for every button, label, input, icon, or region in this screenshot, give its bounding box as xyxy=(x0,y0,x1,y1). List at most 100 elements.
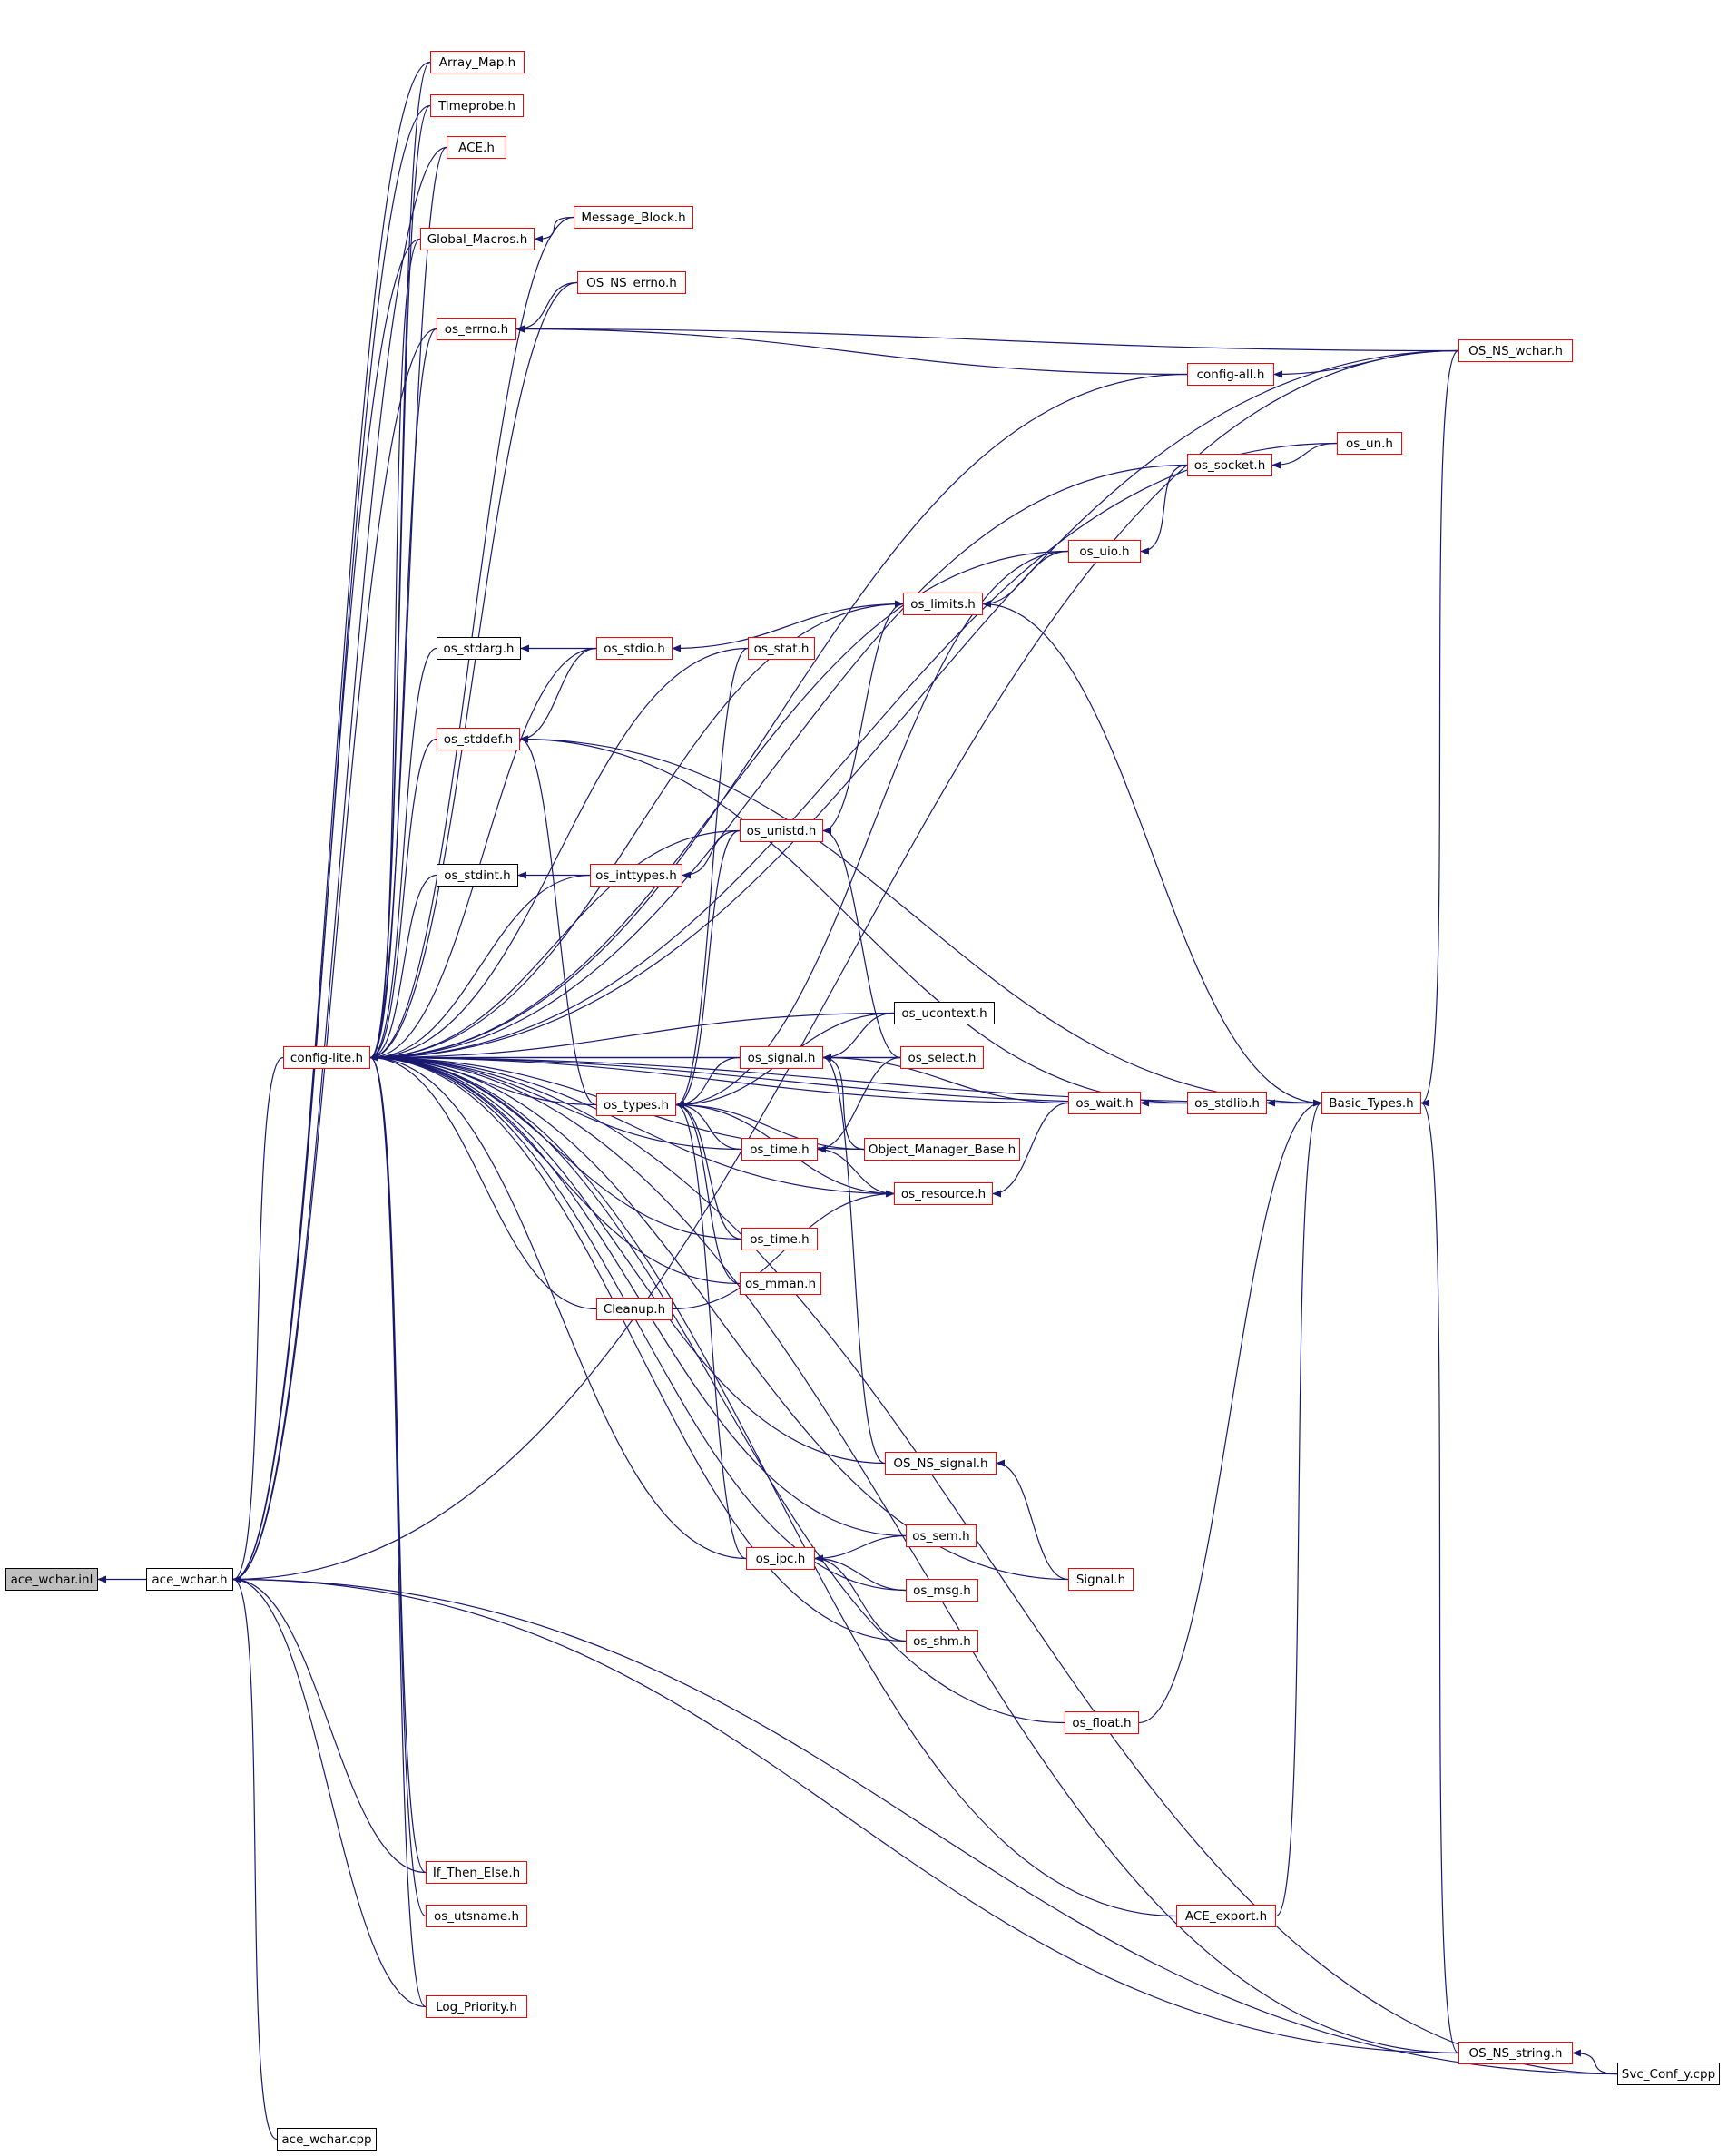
node-os-time-h-1[interactable]: os_time.h xyxy=(741,1138,818,1161)
edge-message-block-h-to-global-macros-h xyxy=(534,216,574,243)
edge-os-un-h-to-config-lite-h xyxy=(369,442,1338,1062)
node-os-stat-h[interactable]: os_stat.h xyxy=(748,637,815,660)
edge-os-ns-wchar-h-to-config-lite-h xyxy=(369,349,1459,1062)
edge-os-signal-h-to-os-types-h xyxy=(675,1056,741,1109)
node-os-resource-h[interactable]: os_resource.h xyxy=(894,1182,993,1205)
edge-os-stdarg-h-to-config-lite-h xyxy=(369,647,437,1062)
node-os-errno-h[interactable]: os_errno.h xyxy=(437,318,516,340)
edge-signal-h-to-config-lite-h xyxy=(369,1054,1069,1581)
node-basic-types-h[interactable]: Basic_Types.h xyxy=(1321,1092,1421,1114)
node-os-float-h[interactable]: os_float.h xyxy=(1065,1711,1139,1734)
edge-os-stat-h-to-os-types-h xyxy=(675,647,749,1109)
edge-basic-types-h-to-config-lite-h xyxy=(369,1054,1322,1104)
node-os-msg-h[interactable]: os_msg.h xyxy=(906,1579,978,1602)
edge-svc-conf-y-cpp-to-ace-wchar-h xyxy=(232,1575,1618,2075)
edge-cleanup-h-to-config-lite-h xyxy=(369,1054,597,1310)
node-os-shm-h[interactable]: os_shm.h xyxy=(906,1630,978,1652)
edge-os-ipc-h-to-os-types-h xyxy=(675,1101,747,1560)
node-os-ns-wchar-h[interactable]: OS_NS_wchar.h xyxy=(1458,339,1573,362)
node-os-ipc-h[interactable]: os_ipc.h xyxy=(746,1547,815,1570)
edge-os-ns-errno-h-to-config-lite-h xyxy=(369,281,578,1062)
node-timeprobe-h[interactable]: Timeprobe.h xyxy=(430,94,524,117)
edge-os-shm-h-to-config-lite-h xyxy=(369,1054,907,1642)
node-os-ns-errno-h[interactable]: OS_NS_errno.h xyxy=(577,271,686,294)
node-os-ucontext-h[interactable]: os_ucontext.h xyxy=(894,1002,995,1024)
node-os-stddef-h[interactable]: os_stddef.h xyxy=(437,728,520,750)
node-message-block-h[interactable]: Message_Block.h xyxy=(574,206,693,229)
node-log-priority-h[interactable]: Log_Priority.h xyxy=(426,1995,527,2018)
edge-os-stdlib-h-to-config-lite-h xyxy=(369,1054,1188,1104)
edge-os-errno-h-to-ace-wchar-h xyxy=(232,328,437,1583)
node-os-ns-string-h[interactable]: OS_NS_string.h xyxy=(1458,2042,1573,2064)
edge-os-inttypes-h-to-config-lite-h xyxy=(369,874,591,1062)
edge-object-manager-base-h-to-os-signal-h xyxy=(822,1054,865,1151)
edge-os-unistd-h-to-os-inttypes-h xyxy=(682,829,741,879)
node-cleanup-h[interactable]: Cleanup.h xyxy=(596,1298,673,1320)
edge-os-ns-wchar-h-to-basic-types-h xyxy=(1420,349,1459,1107)
node-os-wait-h[interactable]: os_wait.h xyxy=(1068,1092,1141,1114)
edge-os-wait-h-to-os-signal-h xyxy=(822,1054,1069,1104)
edge-os-stdint-h-to-config-lite-h xyxy=(369,874,437,1062)
node-os-time-h-2[interactable]: os_time.h xyxy=(741,1228,818,1250)
node-os-stdarg-h[interactable]: os_stdarg.h xyxy=(437,637,521,660)
edge-ace-export-h-to-config-lite-h xyxy=(369,1054,1177,1917)
node-os-types-h[interactable]: os_types.h xyxy=(596,1093,676,1116)
node-os-sem-h[interactable]: os_sem.h xyxy=(906,1524,977,1547)
node-os-signal-h[interactable]: os_signal.h xyxy=(740,1046,823,1069)
edge-os-unistd-h-to-os-types-h xyxy=(675,829,741,1109)
edge-os-utsname-h-to-config-lite-h xyxy=(369,1054,427,1917)
node-ace-export-h[interactable]: ACE_export.h xyxy=(1176,1905,1276,1927)
edge-os-ns-signal-h-to-os-signal-h xyxy=(822,1054,886,1465)
node-os-uio-h[interactable]: os_uio.h xyxy=(1068,540,1141,563)
edge-global-macros-h-to-ace-wchar-h xyxy=(232,238,421,1583)
edge-os-ns-wchar-h-to-ace-wchar-h xyxy=(232,349,1459,1583)
node-config-all-h[interactable]: config-all.h xyxy=(1187,363,1274,386)
node-signal-h[interactable]: Signal.h xyxy=(1068,1568,1134,1591)
node-svc-conf-y-cpp[interactable]: Svc_Conf_y.cpp xyxy=(1617,2063,1720,2085)
node-global-macros-h[interactable]: Global_Macros.h xyxy=(420,228,535,250)
edge-svc-conf-y-cpp-to-config-lite-h xyxy=(369,1054,1618,2075)
node-config-lite-h[interactable]: config-lite.h xyxy=(283,1046,370,1069)
edge-os-mman-h-to-os-types-h xyxy=(675,1101,741,1285)
node-os-stdio-h[interactable]: os_stdio.h xyxy=(596,637,673,660)
edge-os-resource-h-to-os-time-h-1 xyxy=(817,1145,895,1195)
node-os-stdint-h[interactable]: os_stdint.h xyxy=(437,864,518,887)
edge-if-then-else-h-to-ace-wchar-h xyxy=(232,1575,427,1874)
node-os-mman-h[interactable]: os_mman.h xyxy=(740,1272,821,1295)
node-ace-wchar-cpp[interactable]: ace_wchar.cpp xyxy=(277,2128,377,2151)
node-os-utsname-h[interactable]: os_utsname.h xyxy=(426,1905,527,1927)
edge-os-uio-h-to-os-types-h xyxy=(675,550,1069,1109)
node-os-select-h[interactable]: os_select.h xyxy=(900,1046,984,1069)
node-os-ns-signal-h[interactable]: OS_NS_signal.h xyxy=(885,1452,997,1475)
node-os-un-h[interactable]: os_un.h xyxy=(1337,432,1402,455)
edges-layer xyxy=(97,61,1618,2141)
node-os-inttypes-h[interactable]: os_inttypes.h xyxy=(590,864,682,887)
edge-os-ucontext-h-to-os-signal-h xyxy=(822,1012,895,1062)
edge-os-types-h-to-os-stddef-h xyxy=(519,735,597,1106)
edge-os-float-h-to-config-lite-h xyxy=(369,1054,1065,1724)
edge-os-select-h-to-os-time-h-1 xyxy=(817,1056,901,1153)
node-ace-wchar-h[interactable]: ace_wchar.h xyxy=(146,1568,233,1591)
edge-os-float-h-to-basic-types-h xyxy=(1138,1099,1322,1724)
node-os-unistd-h[interactable]: os_unistd.h xyxy=(740,819,823,842)
edge-os-ns-string-h-to-basic-types-h xyxy=(1420,1099,1459,2054)
edge-os-sem-h-to-config-lite-h xyxy=(369,1054,907,1537)
edge-ace-h-to-config-lite-h xyxy=(369,146,447,1062)
node-os-limits-h[interactable]: os_limits.h xyxy=(903,593,983,615)
node-if-then-else-h[interactable]: If_Then_Else.h xyxy=(426,1861,527,1884)
edge-svc-conf-y-cpp-to-os-ns-string-h xyxy=(1572,2049,1618,2075)
node-array-map-h[interactable]: Array_Map.h xyxy=(430,51,525,74)
edge-os-stdio-h-to-os-stddef-h xyxy=(519,647,597,743)
edge-os-socket-h-to-os-uio-h xyxy=(1140,464,1188,555)
edge-os-stdlib-h-to-os-stddef-h xyxy=(519,735,1188,1104)
node-os-stdlib-h[interactable]: os_stdlib.h xyxy=(1187,1092,1267,1114)
edge-os-wait-h-to-config-lite-h xyxy=(369,1054,1069,1104)
node-os-socket-h[interactable]: os_socket.h xyxy=(1187,454,1272,476)
edge-os-wait-h-to-os-resource-h xyxy=(992,1102,1069,1198)
edge-log-priority-h-to-config-lite-h xyxy=(369,1054,427,2008)
edge-os-ns-string-h-to-ace-wchar-h xyxy=(232,1575,1459,2054)
node-ace-h[interactable]: ACE.h xyxy=(447,136,506,159)
node-object-manager-base-h[interactable]: Object_Manager_Base.h xyxy=(864,1138,1020,1161)
